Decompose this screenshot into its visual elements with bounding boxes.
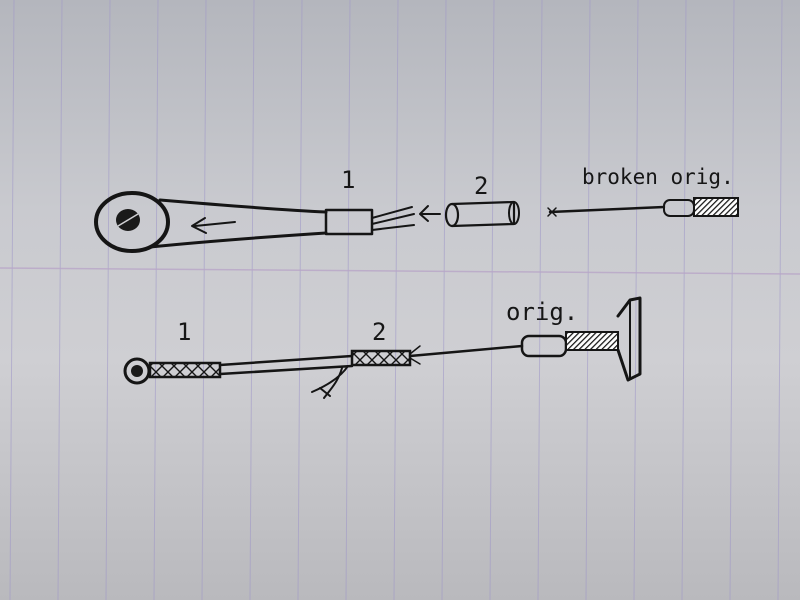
top-broken-original — [547, 197, 739, 217]
top-tube-2 — [444, 200, 520, 228]
bottom-label-1: 1 — [177, 318, 191, 346]
top-label-1: 1 — [341, 166, 355, 194]
bottom-label-2: 2 — [372, 318, 386, 346]
top-ring-terminal — [94, 191, 170, 253]
ruled-lines — [9, 0, 783, 600]
top-label-2: 2 — [474, 172, 488, 200]
bottom-label-orig: orig. — [506, 298, 578, 326]
top-label-broken-orig: broken orig. — [582, 165, 734, 189]
bottom-sleeve-2 — [350, 349, 412, 367]
bottom-assembly-sketch — [123, 296, 642, 399]
top-cable-end-sketch — [94, 191, 739, 253]
margin-line — [0, 267, 800, 275]
top-sleeve-1 — [324, 208, 374, 236]
bottom-sleeve-1 — [148, 361, 222, 379]
bottom-original-fitting — [520, 334, 568, 358]
